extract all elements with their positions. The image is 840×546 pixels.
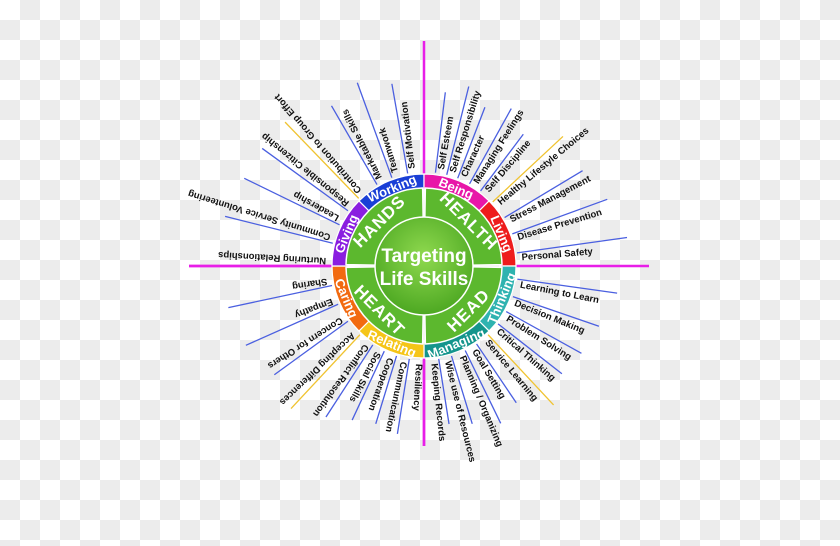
skill-ray — [516, 236, 628, 254]
skill-rays — [189, 82, 628, 446]
skill-ray — [438, 358, 450, 425]
skill-ray — [261, 147, 349, 212]
skill-ray — [512, 198, 608, 235]
skill-ray — [245, 303, 339, 346]
skill-ray — [243, 177, 340, 226]
skill-ray — [516, 278, 618, 294]
skill-ray — [497, 323, 563, 375]
skill-label: Nurturing Relationships — [218, 249, 327, 266]
skill-ray — [375, 355, 398, 424]
skill-ray — [480, 133, 524, 192]
skill-label: Self Motivation — [399, 101, 418, 170]
center-title-line1: Targeting — [381, 246, 466, 267]
skill-label: Community Service Volunteering — [187, 188, 332, 243]
skill-label: Sharing — [291, 276, 328, 292]
skill-ray — [469, 108, 512, 185]
skill-label: Teamwork — [377, 126, 401, 174]
skill-ray — [434, 92, 446, 173]
skill-ray — [356, 82, 393, 178]
skill-label: Personal Safety — [521, 246, 594, 263]
skill-ray — [504, 170, 583, 219]
skill-ray — [290, 334, 361, 410]
center-title-line2: Life Skills — [380, 269, 469, 290]
skill-ray — [457, 107, 486, 179]
axis-lines — [189, 41, 649, 446]
skill-label: Keeping Records — [428, 363, 447, 442]
skill-ray — [273, 320, 349, 376]
skill-ray — [512, 295, 600, 327]
skill-label: Empathy — [292, 296, 334, 321]
skill-ray — [351, 350, 385, 421]
skill-ray — [450, 355, 473, 424]
skill-ray — [464, 350, 502, 424]
skill-ray — [284, 121, 360, 199]
skill-label: Resiliency — [410, 364, 424, 412]
skill-ray — [228, 284, 333, 309]
skill-ray — [224, 215, 333, 244]
skill-ray — [446, 86, 470, 175]
skill-ray — [391, 83, 409, 174]
skill-ray — [330, 105, 378, 185]
skill-ray — [487, 334, 555, 406]
skill-ray — [492, 135, 564, 203]
skill-ray — [325, 344, 374, 418]
skill-ray — [476, 343, 517, 404]
skill-ray — [396, 358, 410, 435]
skill-ray — [505, 311, 582, 354]
center-disc — [374, 216, 474, 316]
skill-label: Learning to Learn — [519, 280, 600, 306]
center-circle: Targeting Life Skills — [374, 216, 474, 316]
